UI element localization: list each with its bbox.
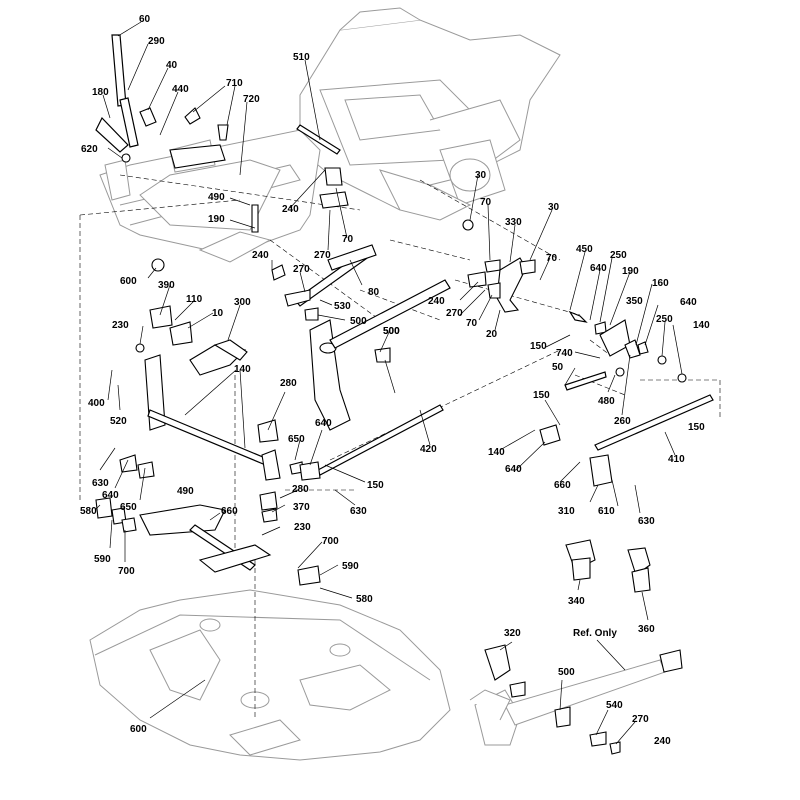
callout-450: 450 (576, 244, 593, 255)
chassis-frame (299, 7, 561, 221)
callout-160: 160 (652, 278, 669, 289)
callout-510: 510 (293, 52, 310, 63)
callout-740: 740 (556, 348, 573, 359)
callout-70: 70 (342, 234, 354, 245)
callout-500: 500 (558, 667, 575, 678)
callout-420: 420 (420, 444, 437, 455)
callout-490: 490 (208, 192, 225, 203)
callout-110: 110 (186, 294, 203, 305)
callout-630: 630 (92, 478, 109, 489)
callout-180: 180 (92, 87, 109, 98)
callout-140: 140 (488, 447, 505, 458)
callout-150: 150 (533, 390, 550, 401)
callout-330: 330 (505, 217, 522, 228)
callout-240: 240 (654, 736, 671, 747)
callout-640: 640 (315, 418, 332, 429)
callout-500: 500 (383, 326, 400, 337)
callout-640: 640 (590, 263, 607, 274)
callout-590: 590 (94, 554, 111, 565)
callout-480: 480 (598, 396, 615, 407)
callout-70: 70 (466, 318, 478, 329)
callout-30: 30 (548, 202, 560, 213)
callout-240: 240 (428, 296, 445, 307)
callout-70: 70 (546, 253, 558, 264)
callout-500: 500 (383, 326, 400, 337)
callout-350: 350 (626, 296, 643, 307)
callout-80: 80 (368, 287, 380, 298)
callout-310: 310 (558, 506, 575, 517)
callout-240: 240 (252, 250, 269, 261)
callout-650: 650 (120, 502, 137, 513)
callout-620: 620 (81, 144, 98, 155)
callout-270: 270 (314, 250, 331, 261)
callout-640: 640 (680, 297, 697, 308)
callout-40: 40 (166, 60, 178, 71)
callout-140: 140 (234, 364, 251, 375)
parts (95, 34, 714, 755)
ref-only-assembly (469, 649, 683, 746)
callout-590: 590 (342, 561, 359, 572)
callout-270: 270 (293, 264, 310, 275)
mower-deck (89, 589, 451, 761)
leader-lines (94, 21, 683, 745)
callout-640: 640 (505, 464, 522, 475)
callout-390: 390 (158, 280, 175, 291)
callout-610: 610 (598, 506, 615, 517)
callout-500: 500 (350, 316, 367, 327)
callout-320: 320 (504, 628, 521, 639)
callout-150: 150 (530, 341, 547, 352)
callout-30: 30 (475, 170, 487, 181)
callout-190: 190 (208, 214, 225, 225)
callout-600: 600 (130, 724, 147, 735)
callout-580: 580 (80, 506, 97, 517)
callout-260: 260 (614, 416, 631, 427)
callout-700: 700 (322, 536, 339, 547)
callout-250: 250 (656, 314, 673, 325)
callout-660: 660 (221, 506, 238, 517)
callout-270: 270 (446, 308, 463, 319)
callout-60: 60 (139, 14, 151, 25)
callout-370: 370 (293, 502, 310, 513)
callout-660: 660 (554, 480, 571, 491)
callout-400: 400 (88, 398, 105, 409)
callout-710: 710 (226, 78, 243, 89)
callout-580: 580 (356, 594, 373, 605)
callout-20: 20 (486, 329, 498, 340)
callout-380: 490 (177, 486, 194, 497)
callout-700: 700 (118, 566, 135, 577)
callout-640: 640 (102, 490, 119, 501)
callout-140: 140 (693, 320, 710, 331)
assembly-guide-lines (79, 174, 721, 720)
callout-230: 230 (294, 522, 311, 533)
callout-10: 10 (212, 308, 224, 319)
ref-only-note: Ref. Only (573, 628, 617, 639)
callout-720: 720 (243, 94, 260, 105)
callout-230: 230 (112, 320, 129, 331)
callout-600: 600 (120, 276, 137, 287)
callout-290: 290 (148, 36, 165, 47)
callout-50: 50 (552, 362, 564, 373)
callout-530: 530 (334, 301, 351, 312)
callout-440: 440 (172, 84, 189, 95)
callout-190: 190 (622, 266, 639, 277)
callout-520: 520 (110, 416, 127, 427)
callout-240: 240 (282, 204, 299, 215)
callout-650: 650 (288, 434, 305, 445)
callout-360: 360 (638, 624, 655, 635)
callout-410: 410 (668, 454, 685, 465)
callout-340: 340 (568, 596, 585, 607)
callout-630: 630 (350, 506, 367, 517)
callout-280: 280 (292, 484, 309, 495)
callout-labels: 60 290 40 180 440 710 720 510 620 490 19… (80, 14, 710, 747)
callout-270: 270 (632, 714, 649, 725)
callout-150: 150 (688, 422, 705, 433)
callout-150: 150 (367, 480, 384, 491)
callout-540: 540 (606, 700, 623, 711)
callout-280: 280 (280, 378, 297, 389)
callout-250: 250 (610, 250, 627, 261)
callout-630: 630 (638, 516, 655, 527)
callout-300: 300 (234, 297, 251, 308)
callout-70: 70 (480, 197, 492, 208)
